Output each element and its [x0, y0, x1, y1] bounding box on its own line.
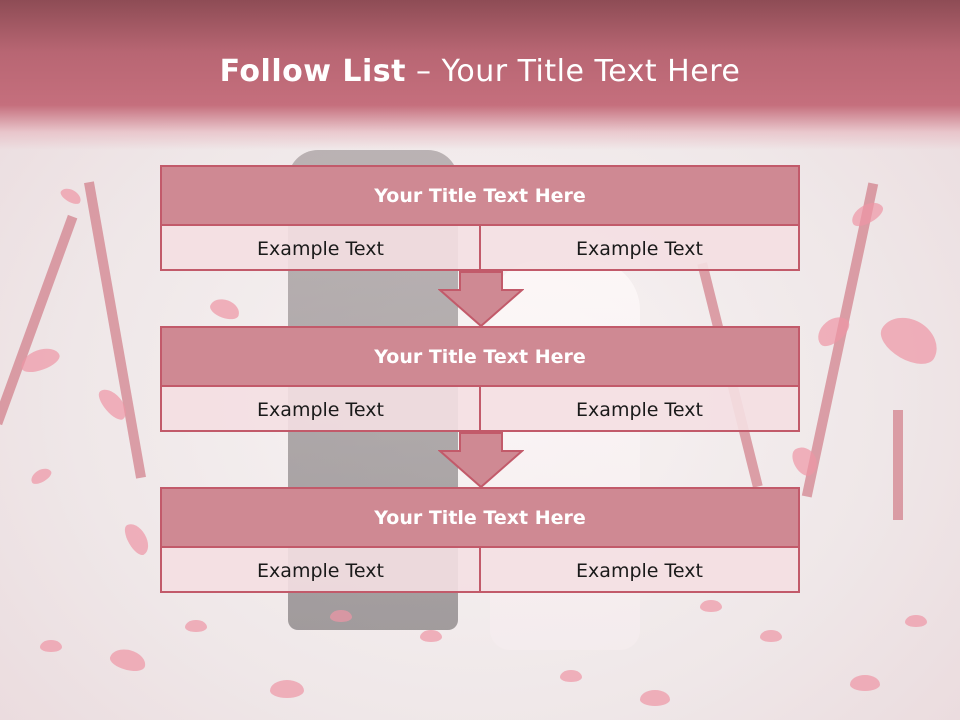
step-text-right: Example Text: [479, 226, 798, 271]
petal: [700, 600, 722, 612]
step-text-left: Example Text: [257, 398, 384, 421]
step-panel-2: Your Title Text Here Example Text Exampl…: [160, 326, 800, 432]
step-title: Your Title Text Here: [162, 489, 798, 548]
petal: [560, 670, 582, 682]
step-text-left: Example Text: [257, 237, 384, 260]
petal: [270, 680, 304, 698]
down-arrow-icon: [438, 432, 524, 489]
petal: [120, 519, 154, 559]
step-text-right: Example Text: [479, 548, 798, 593]
petal: [850, 675, 880, 691]
petal: [905, 615, 927, 627]
petal: [185, 620, 207, 632]
slide-title-rest: – Your Title Text Here: [416, 54, 741, 89]
step-title: Your Title Text Here: [162, 328, 798, 387]
petal: [874, 307, 946, 373]
petal: [108, 645, 148, 675]
decor-post: [801, 182, 879, 498]
petal: [40, 640, 62, 652]
step-title: Your Title Text Here: [162, 167, 798, 226]
decor-post: [893, 410, 903, 520]
petal: [330, 610, 352, 622]
step-panel-1: Your Title Text Here Example Text Exampl…: [160, 165, 800, 271]
step-panel-3: Your Title Text Here Example Text Exampl…: [160, 487, 800, 593]
petal: [207, 295, 243, 323]
petal: [28, 465, 54, 487]
step-text-left: Example Text: [257, 559, 384, 582]
decor-post: [0, 214, 78, 426]
petal: [760, 630, 782, 642]
step-text-right: Example Text: [479, 387, 798, 432]
decor-post: [84, 181, 146, 479]
slide-header: [0, 0, 960, 150]
slide-title: Follow List – Your Title Text Here: [0, 54, 960, 89]
slide-title-bold: Follow List: [219, 54, 406, 89]
petal: [420, 630, 442, 642]
down-arrow-icon: [438, 271, 524, 328]
petal: [640, 690, 670, 706]
petal: [58, 185, 84, 207]
